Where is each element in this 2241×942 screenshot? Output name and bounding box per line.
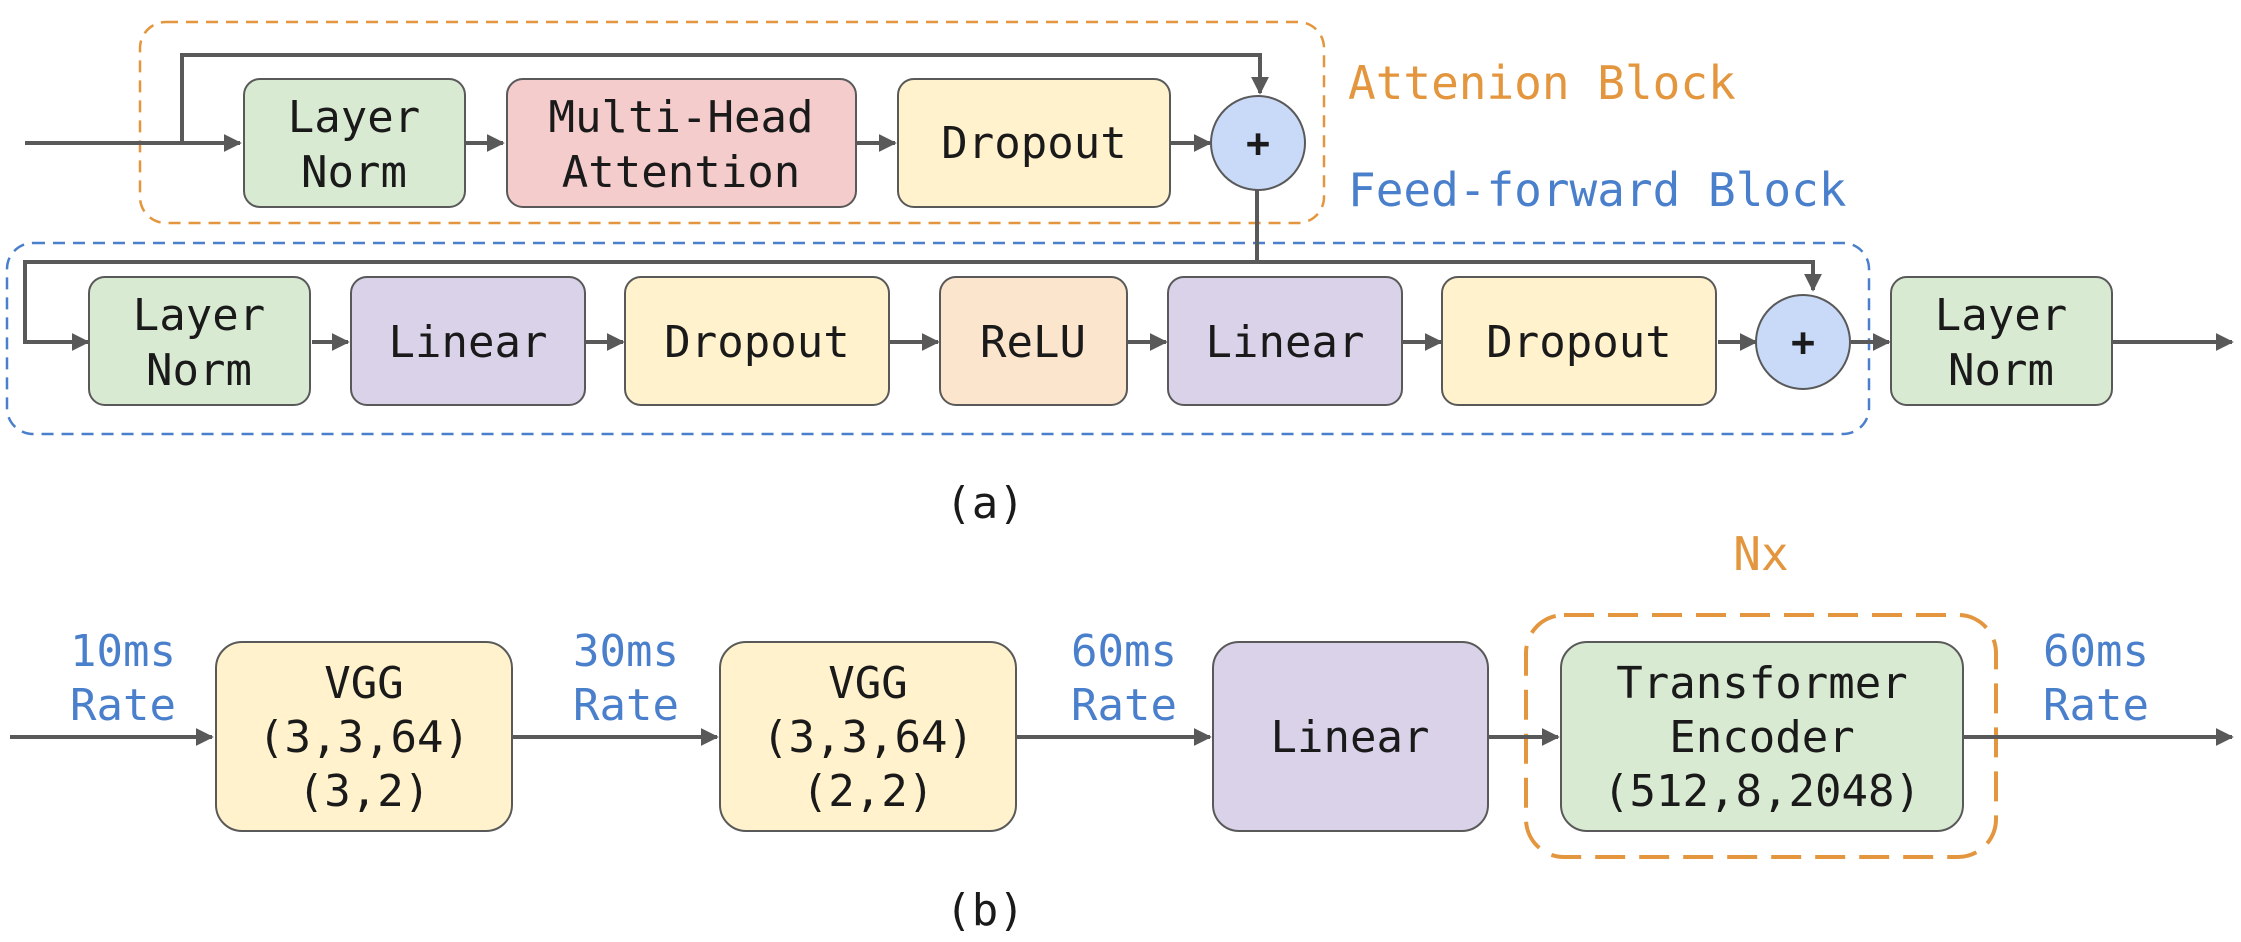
rate-in-line1: 10ms [70,626,176,677]
rate-out-label: 60ms Rate [2043,626,2149,731]
vgg1-line1: VGG [324,658,403,709]
vgg1-line2: (3,3,64) [258,712,470,763]
ffn-layernorm-node: Layer Norm [88,276,311,406]
attn-add-node: + [1210,95,1306,191]
attention-block-label: Attenion Block [1348,56,1736,110]
ffn-linear2-node: Linear [1167,276,1403,406]
attn-residual-wire [180,53,1269,143]
caption-b: (b) [945,885,1024,936]
transformer-line1: Transformer [1616,658,1907,709]
attn-add-symbol: + [1246,121,1270,167]
attn-layernorm-node: Layer Norm [243,78,466,208]
rate-out-line1: 60ms [2043,626,2149,677]
attn-dropout-label: Dropout [941,118,1126,169]
transformer-line2: Encoder [1669,712,1854,763]
rate-2-line1: 60ms [1071,626,1177,677]
ffn-relu-node: ReLU [939,276,1128,406]
attn-layernorm-line1: Layer [288,92,420,143]
final-layernorm-node: Layer Norm [1890,276,2113,406]
ffn-linear1-label: Linear [389,317,548,368]
vgg2-line1: VGG [828,658,907,709]
final-layernorm-line1: Layer [1935,290,2067,341]
b-linear-label: Linear [1271,712,1430,763]
ffn-layernorm-line2: Norm [146,345,252,396]
rate-out-line2: Rate [2043,680,2149,731]
ffn-add-symbol: + [1791,320,1815,366]
ffn-residual-wire [1257,260,1822,292]
ffn-layernorm-line1: Layer [133,290,265,341]
rate-in-label: 10ms Rate [70,626,176,731]
rate-1-line2: Rate [573,680,679,731]
rate-1-label: 30ms Rate [573,626,679,731]
vgg2-node: VGG (3,3,64) (2,2) [719,641,1017,832]
attn-layernorm-line2: Norm [301,147,407,198]
vgg2-line2: (3,3,64) [762,712,974,763]
transformer-line3: (512,8,2048) [1603,766,1921,817]
ffn-dropout1-label: Dropout [664,317,849,368]
vgg1-node: VGG (3,3,64) (3,2) [215,641,513,832]
caption-a: (a) [945,478,1024,529]
ffn-input-wire [23,260,1257,351]
b-linear-node: Linear [1212,641,1489,832]
ffn-relu-label: ReLU [980,317,1086,368]
ffn-block-region [5,241,1871,436]
ffn-add-node: + [1755,294,1851,390]
ffn-dropout2-label: Dropout [1486,317,1671,368]
ffn-dropout1-node: Dropout [624,276,890,406]
ffn-block-label: Feed-forward Block [1348,163,1847,217]
rate-1-line1: 30ms [573,626,679,677]
ffn-dropout2-node: Dropout [1441,276,1717,406]
rate-in-line2: Rate [70,680,176,731]
mha-line2: Attention [562,147,800,198]
rate-2-label: 60ms Rate [1071,626,1177,731]
attn-dropout-node: Dropout [897,78,1171,208]
ffn-linear1-node: Linear [350,276,586,406]
attention-block-region [138,20,1326,225]
final-layernorm-line2: Norm [1948,345,2054,396]
mha-line1: Multi-Head [549,92,814,143]
ffn-linear2-label: Linear [1206,317,1365,368]
mha-node: Multi-Head Attention [506,78,857,208]
repeat-label: Nx [1733,527,1788,581]
vgg1-line3: (3,2) [298,766,430,817]
rate-2-line2: Rate [1071,680,1177,731]
transformer-encoder-node: Transformer Encoder (512,8,2048) [1560,641,1964,832]
vgg2-line3: (2,2) [802,766,934,817]
